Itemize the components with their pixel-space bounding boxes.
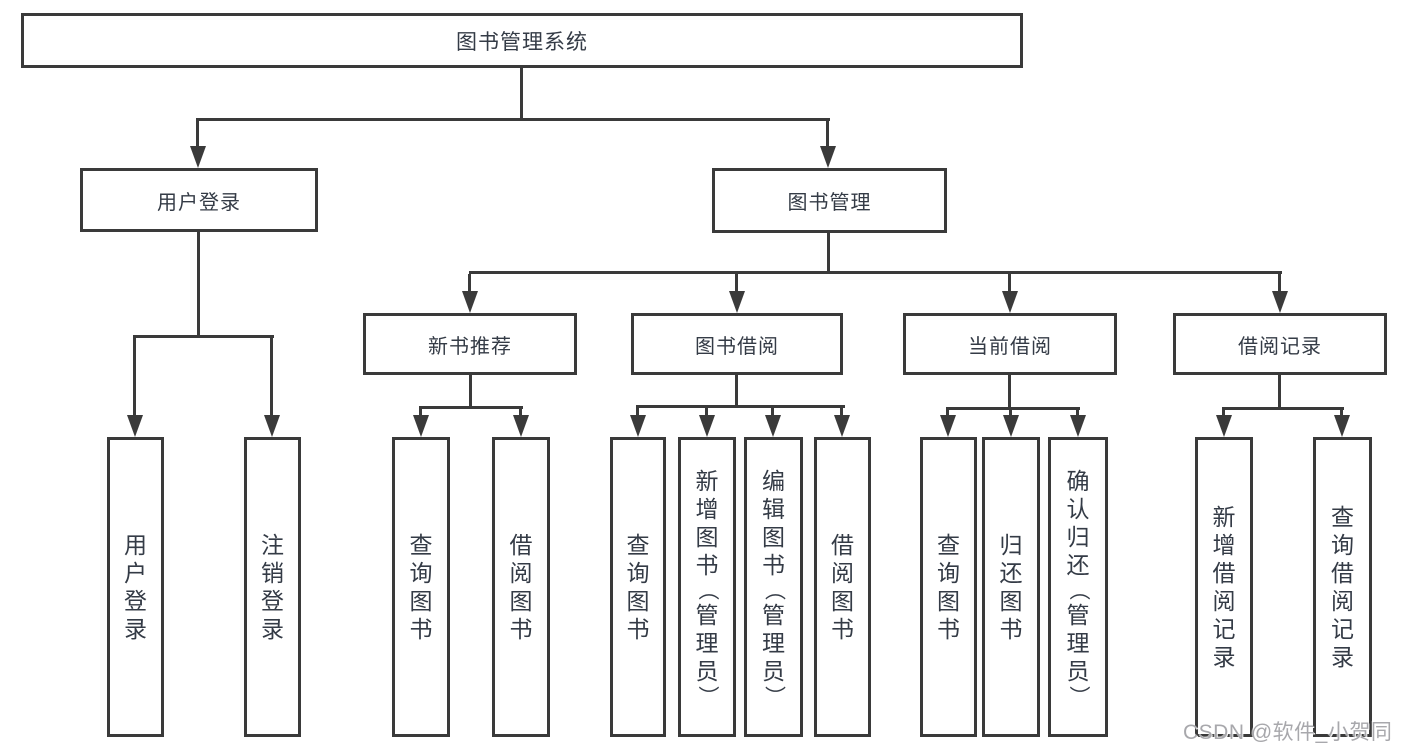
connector-new-books-stem xyxy=(469,375,472,406)
connector-drop-current-borrow xyxy=(1008,274,1011,291)
connector-book-borrow-stem xyxy=(735,375,738,405)
connector-current-borrow-rail xyxy=(946,407,1080,410)
node-new-book-recommend: 新书推荐 xyxy=(363,313,577,375)
node-borrowing-records: 借阅记录 xyxy=(1173,313,1387,375)
connector-drop-borrow-records xyxy=(1278,274,1281,291)
connector-drop xyxy=(1009,410,1012,415)
connector-user-login-stem xyxy=(197,232,200,335)
node-leaf-confirm-return-admin: 确认归还（管理员） xyxy=(1048,437,1108,737)
connector-drop xyxy=(705,408,708,415)
connector-root-stem xyxy=(520,68,523,118)
node-leaf-borrow-books: 借阅图书 xyxy=(814,437,871,737)
node-leaf-query-books: 查询图书 xyxy=(610,437,666,737)
node-book-borrowing: 图书借阅 xyxy=(631,313,843,375)
arrow-down-icon xyxy=(127,415,143,437)
connector-drop xyxy=(1340,410,1343,415)
connector-drop-user-login xyxy=(196,121,199,146)
arrow-down-icon xyxy=(1070,415,1086,437)
arrow-down-icon xyxy=(1002,291,1018,313)
node-leaf-return-books: 归还图书 xyxy=(982,437,1040,737)
arrow-down-icon xyxy=(513,415,529,437)
connector-book-mgmt-rail xyxy=(469,271,1282,274)
arrow-down-icon xyxy=(1334,415,1350,437)
arrow-down-icon xyxy=(1272,291,1288,313)
arrow-down-icon xyxy=(765,415,781,437)
node-leaf-logout: 注销登录 xyxy=(244,437,301,737)
node-leaf-query-books: 查询图书 xyxy=(920,437,977,737)
connector-new-books-rail xyxy=(419,406,523,409)
connector-drop xyxy=(946,410,949,415)
connector-drop xyxy=(771,408,774,415)
arrow-down-icon xyxy=(413,415,429,437)
connector-drop xyxy=(636,408,639,415)
connector-borrow-records-stem xyxy=(1278,375,1281,407)
connector-drop xyxy=(419,409,422,415)
arrow-down-icon xyxy=(1216,415,1232,437)
arrow-down-icon xyxy=(820,146,836,168)
connector-drop xyxy=(519,409,522,415)
arrow-down-icon xyxy=(729,291,745,313)
arrow-down-icon xyxy=(264,415,280,437)
connector-drop xyxy=(1076,410,1079,415)
connector-drop-book-mgmt xyxy=(826,121,829,146)
node-user-login: 用户登录 xyxy=(80,168,318,232)
connector-book-mgmt-stem xyxy=(827,233,830,271)
connector-current-borrow-stem xyxy=(1008,375,1011,407)
connector-drop-book-borrow xyxy=(735,274,738,291)
connector-drop-leaf-login xyxy=(133,338,136,415)
connector-drop-new-books xyxy=(468,274,471,291)
node-leaf-user-login: 用户登录 xyxy=(107,437,164,737)
arrow-down-icon xyxy=(190,146,206,168)
connector-drop-leaf-logout xyxy=(270,338,273,415)
connector-user-login-rail xyxy=(133,335,274,338)
arrow-down-icon xyxy=(940,415,956,437)
connector-drop xyxy=(1222,410,1225,415)
node-leaf-add-borrow-record: 新增借阅记录 xyxy=(1195,437,1253,737)
node-current-borrowing: 当前借阅 xyxy=(903,313,1117,375)
connector-book-borrow-rail xyxy=(636,405,845,408)
arrow-down-icon xyxy=(462,291,478,313)
node-leaf-edit-books-admin: 编辑图书（管理员） xyxy=(744,437,803,737)
node-leaf-query-borrow-record: 查询借阅记录 xyxy=(1313,437,1372,737)
connector-root-rail xyxy=(196,118,830,121)
connector-borrow-records-rail xyxy=(1222,407,1344,410)
arrow-down-icon xyxy=(834,415,850,437)
node-leaf-borrow-books: 借阅图书 xyxy=(492,437,550,737)
arrow-down-icon xyxy=(1003,415,1019,437)
arrow-down-icon xyxy=(699,415,715,437)
connector-drop xyxy=(840,408,843,415)
csdn-watermark: CSDN @软件_小贺同学 xyxy=(1183,721,1393,744)
arrow-down-icon xyxy=(630,415,646,437)
node-book-management: 图书管理 xyxy=(712,168,947,233)
node-root-library-system: 图书管理系统 xyxy=(21,13,1023,68)
node-leaf-add-books-admin: 新增图书（管理员） xyxy=(678,437,736,737)
node-leaf-query-books: 查询图书 xyxy=(392,437,450,737)
